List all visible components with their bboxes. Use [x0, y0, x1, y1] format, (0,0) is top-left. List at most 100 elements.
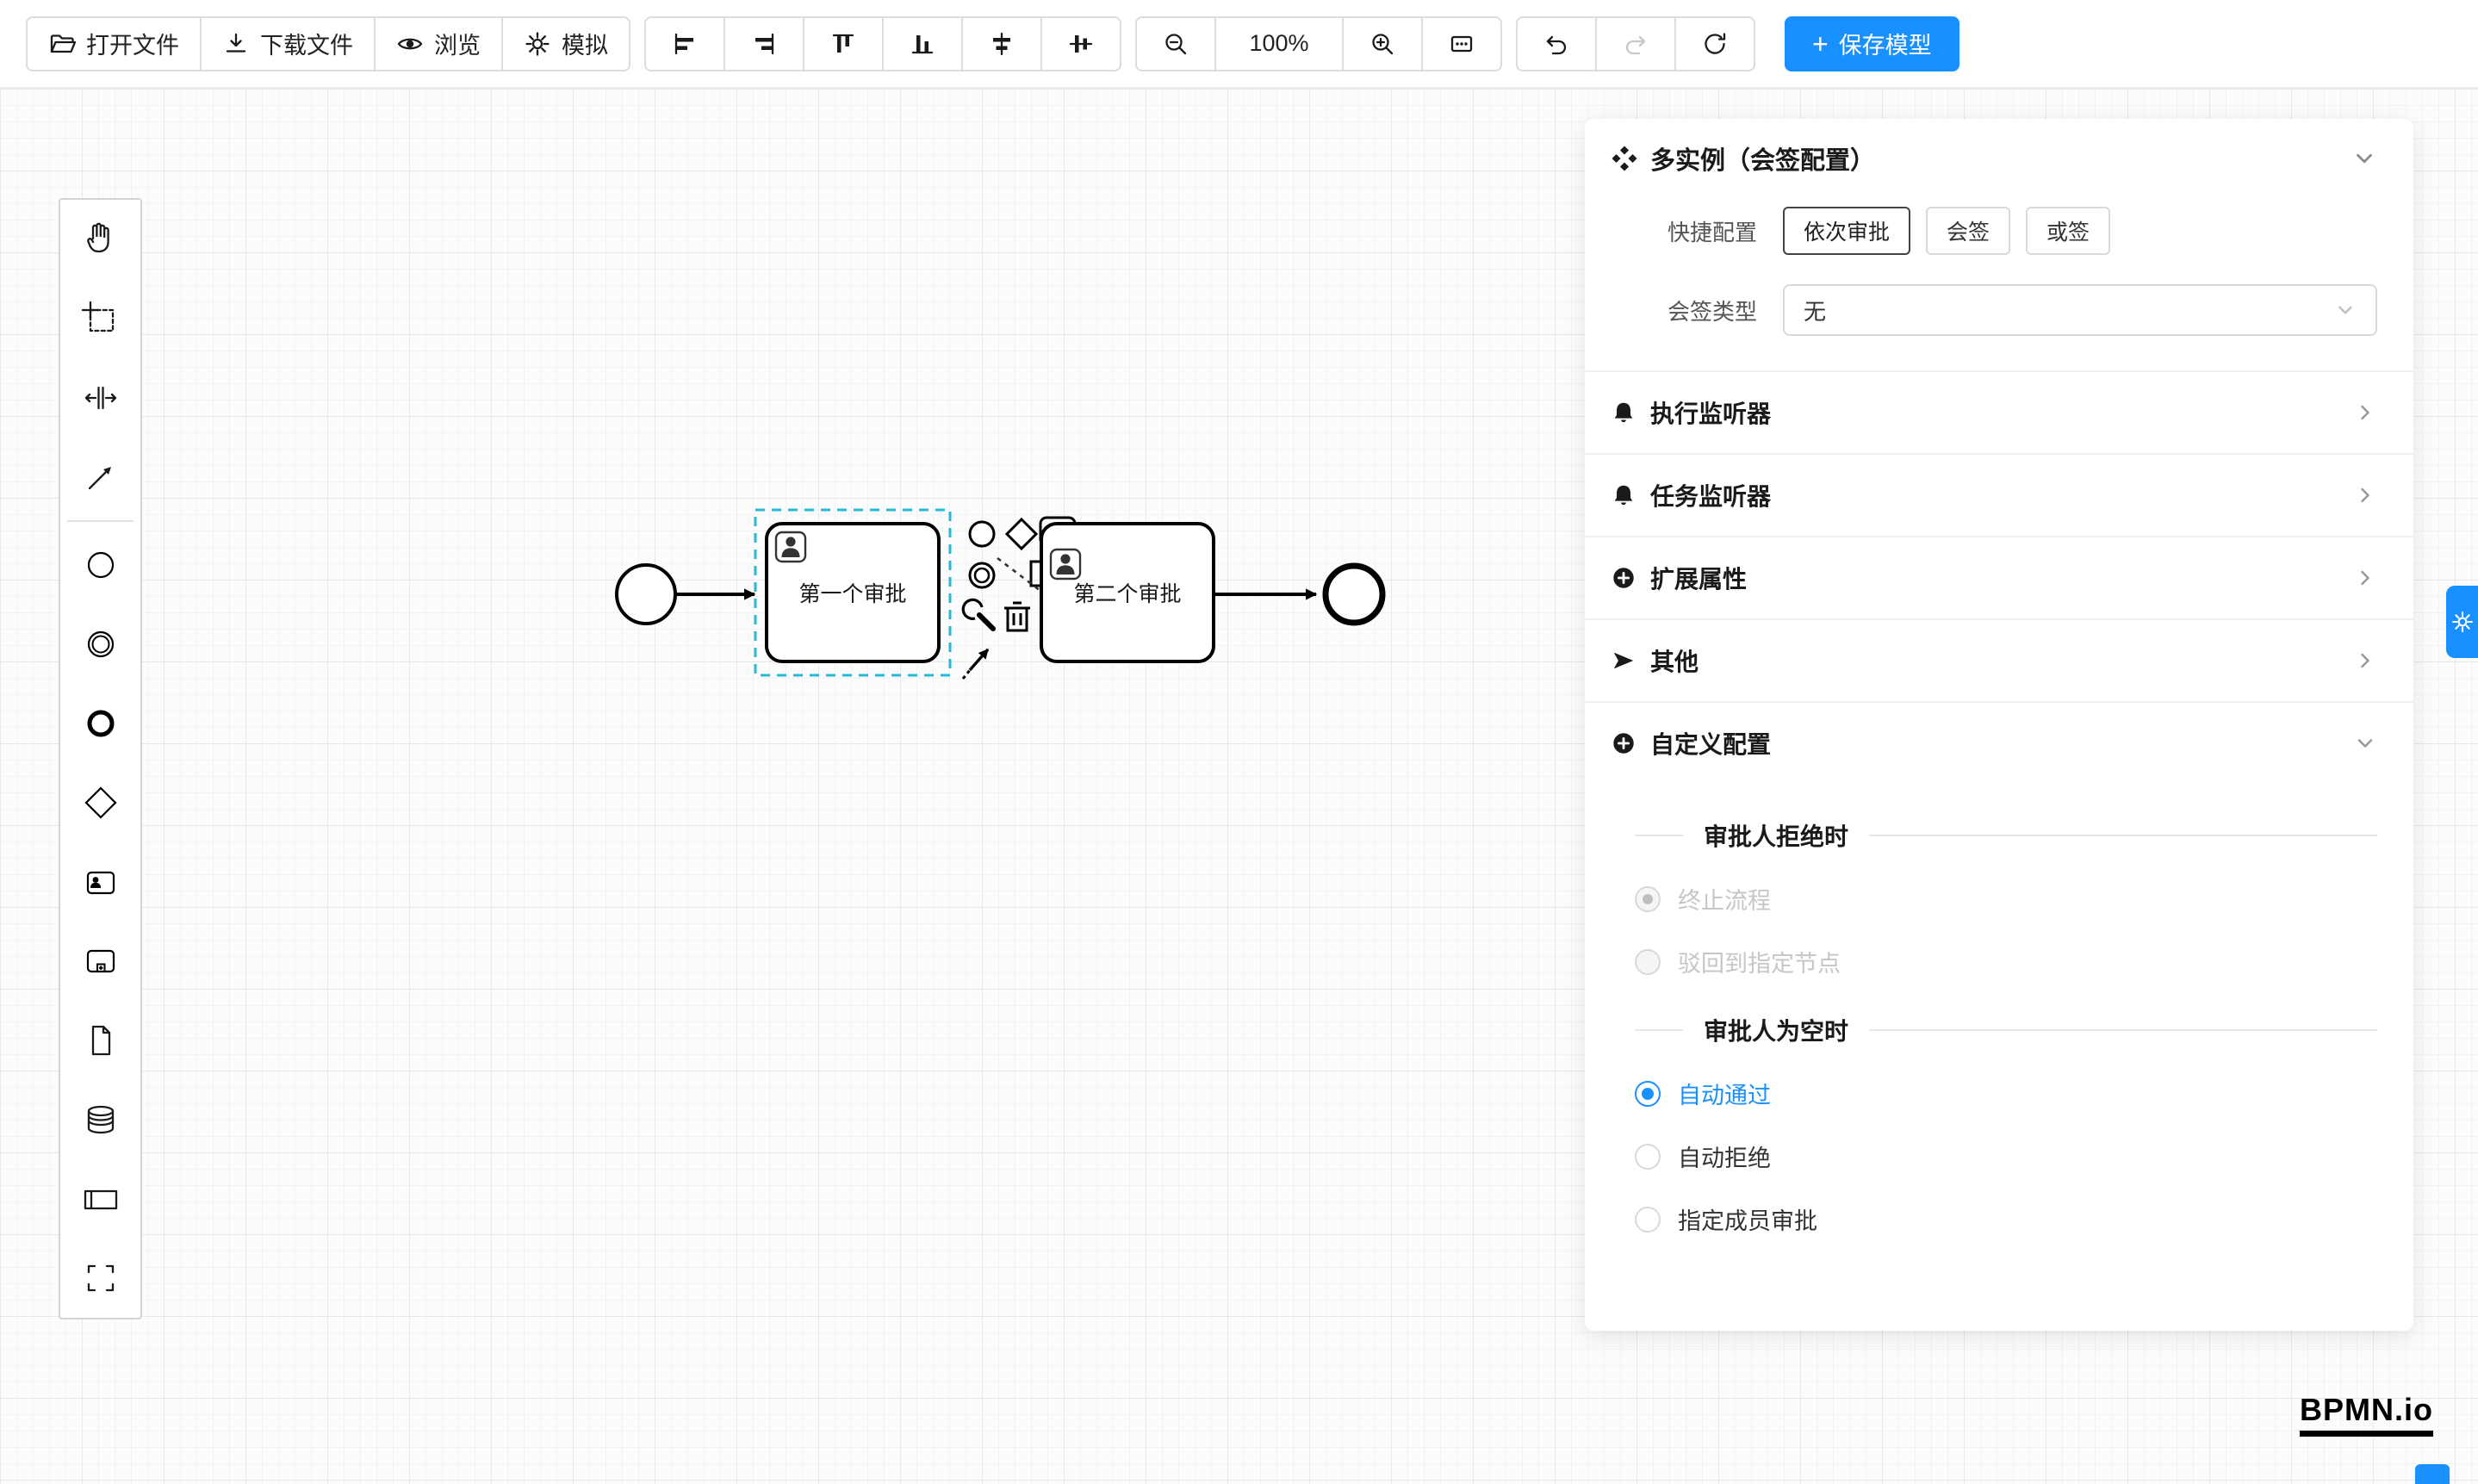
end-event[interactable]	[1322, 562, 1386, 626]
section-task-listener[interactable]: 任务监听器	[1585, 453, 2413, 536]
zoom-in-button[interactable]	[1342, 16, 1423, 71]
properties-panel: 多实例（会签配置） 快捷配置 依次审批 会签 或签 会签类型 无 执行监听器	[1585, 119, 2413, 1331]
quick-option-orsign[interactable]: 或签	[2026, 207, 2111, 255]
palette-intermediate-event[interactable]	[60, 605, 140, 684]
bell-icon	[1614, 485, 1633, 506]
undo-button[interactable]	[1516, 16, 1597, 71]
user-task-2[interactable]: 第二个审批	[1040, 522, 1215, 663]
quick-option-countersign[interactable]: 会签	[1926, 207, 2011, 255]
redo-button[interactable]	[1595, 16, 1676, 71]
connect-arrow-icon[interactable]	[961, 648, 990, 680]
download-file-button[interactable]: 下载文件	[200, 16, 376, 71]
palette-space-tool[interactable]	[60, 358, 140, 438]
plus-circle-icon	[1613, 568, 1634, 588]
section-custom-config[interactable]: 自定义配置	[1585, 701, 2413, 784]
bpmn-io-logo[interactable]: BPMN.io	[2300, 1392, 2433, 1437]
align-center-vertical-button[interactable]	[1040, 16, 1121, 71]
palette-lasso-tool[interactable]	[60, 279, 140, 358]
palette	[59, 198, 142, 1319]
section-execution-listener[interactable]: 执行监听器	[1585, 370, 2413, 453]
subprocess-icon	[86, 949, 115, 973]
fit-viewport-button[interactable]	[1421, 16, 1502, 71]
download-icon	[226, 33, 246, 53]
chevron-right-icon	[2361, 405, 2369, 420]
radio-assign-member[interactable]: 指定成员审批	[1635, 1202, 2377, 1236]
radio-label: 自动通过	[1678, 1083, 1771, 1108]
download-file-label: 下载文件	[260, 33, 353, 59]
sign-type-value: 无	[1804, 298, 1827, 325]
preview-button[interactable]: 浏览	[374, 16, 503, 71]
panel-header[interactable]: 多实例（会签配置）	[1585, 119, 2413, 198]
zoom-out-button[interactable]	[1135, 16, 1216, 71]
chevron-down-icon	[2338, 306, 2352, 314]
radio-circle	[1635, 948, 1661, 975]
end-event-icon	[87, 710, 114, 737]
radio-auto-pass[interactable]: 自动通过	[1635, 1077, 2377, 1110]
palette-group[interactable]	[60, 1239, 140, 1318]
align-top-button[interactable]	[803, 16, 884, 71]
radio-terminate-process[interactable]: 终止流程	[1635, 882, 2377, 916]
zoom-level: 100%	[1214, 16, 1344, 71]
align-right-button[interactable]	[724, 16, 804, 71]
section-extended-attributes[interactable]: 扩展属性	[1585, 536, 2413, 618]
task-label: 第一个审批	[798, 582, 906, 606]
chevron-down-icon	[2357, 739, 2373, 748]
palette-start-event[interactable]	[60, 525, 140, 605]
eye-icon	[397, 38, 423, 49]
folder-open-icon	[50, 34, 76, 53]
radio-reject-to-node[interactable]: 驳回到指定节点	[1635, 945, 2377, 978]
corner-button[interactable]	[2415, 1464, 2450, 1484]
text-annotation-icon[interactable]	[1029, 560, 1044, 587]
open-file-button[interactable]: 打开文件	[26, 16, 202, 71]
zoom-in-icon	[1372, 33, 1394, 54]
palette-pool[interactable]	[60, 1159, 140, 1239]
radio-label: 自动拒绝	[1678, 1146, 1771, 1171]
plus-circle-icon	[1613, 733, 1634, 754]
palette-hand-tool[interactable]	[60, 200, 140, 279]
palette-end-event[interactable]	[60, 684, 140, 763]
wrench-icon[interactable]	[961, 598, 996, 631]
palette-subprocess[interactable]	[60, 922, 140, 1001]
sign-type-row: 会签类型 无	[1611, 284, 2377, 336]
start-event[interactable]	[615, 563, 677, 625]
zoom-group: 100%	[1135, 16, 1502, 71]
palette-document[interactable]	[60, 1001, 140, 1080]
section-title: 任务监听器	[1650, 483, 1772, 510]
multi-instance-icon	[1612, 146, 1637, 171]
append-event-icon[interactable]	[968, 520, 996, 548]
align-left-button[interactable]	[644, 16, 725, 71]
align-center-horizontal-icon	[993, 32, 1010, 55]
align-center-horizontal-button[interactable]	[961, 16, 1042, 71]
undo-icon	[1546, 35, 1567, 54]
append-gateway-icon[interactable]	[1004, 517, 1039, 551]
align-center-vertical-icon	[1069, 34, 1093, 53]
palette-user-task[interactable]	[60, 842, 140, 922]
palette-data-store[interactable]	[60, 1080, 140, 1159]
restart-button[interactable]	[1674, 16, 1755, 71]
palette-global-connect-tool[interactable]	[60, 438, 140, 517]
section-title: 执行监听器	[1650, 400, 1772, 427]
radio-circle	[1635, 885, 1661, 912]
panel-title: 多实例（会签配置）	[1650, 147, 1876, 175]
trash-icon[interactable]	[1004, 601, 1030, 632]
section-others[interactable]: 其他	[1585, 618, 2413, 701]
radio-auto-reject[interactable]: 自动拒绝	[1635, 1139, 2377, 1173]
sign-type-select[interactable]: 无	[1783, 284, 2377, 336]
bell-icon	[1614, 402, 1633, 423]
divider-label: 审批人拒绝时	[1704, 823, 1849, 850]
align-bottom-button[interactable]	[882, 16, 963, 71]
settings-tab[interactable]	[2446, 586, 2478, 658]
palette-gateway[interactable]	[60, 763, 140, 842]
reject-divider: 审批人拒绝时	[1635, 818, 2377, 853]
quick-option-sequential[interactable]: 依次审批	[1783, 207, 1911, 255]
simulate-button[interactable]: 模拟	[501, 16, 630, 71]
chevron-right-icon	[2361, 487, 2369, 503]
zoom-out-icon	[1165, 33, 1187, 54]
user-task-1[interactable]: 第一个审批	[765, 522, 941, 663]
save-model-button[interactable]: + 保存模型	[1785, 16, 1959, 71]
chevron-right-icon	[2361, 570, 2369, 586]
radio-label: 终止流程	[1678, 888, 1771, 914]
send-icon	[1613, 652, 1634, 669]
append-intermediate-event-icon[interactable]	[968, 562, 996, 589]
